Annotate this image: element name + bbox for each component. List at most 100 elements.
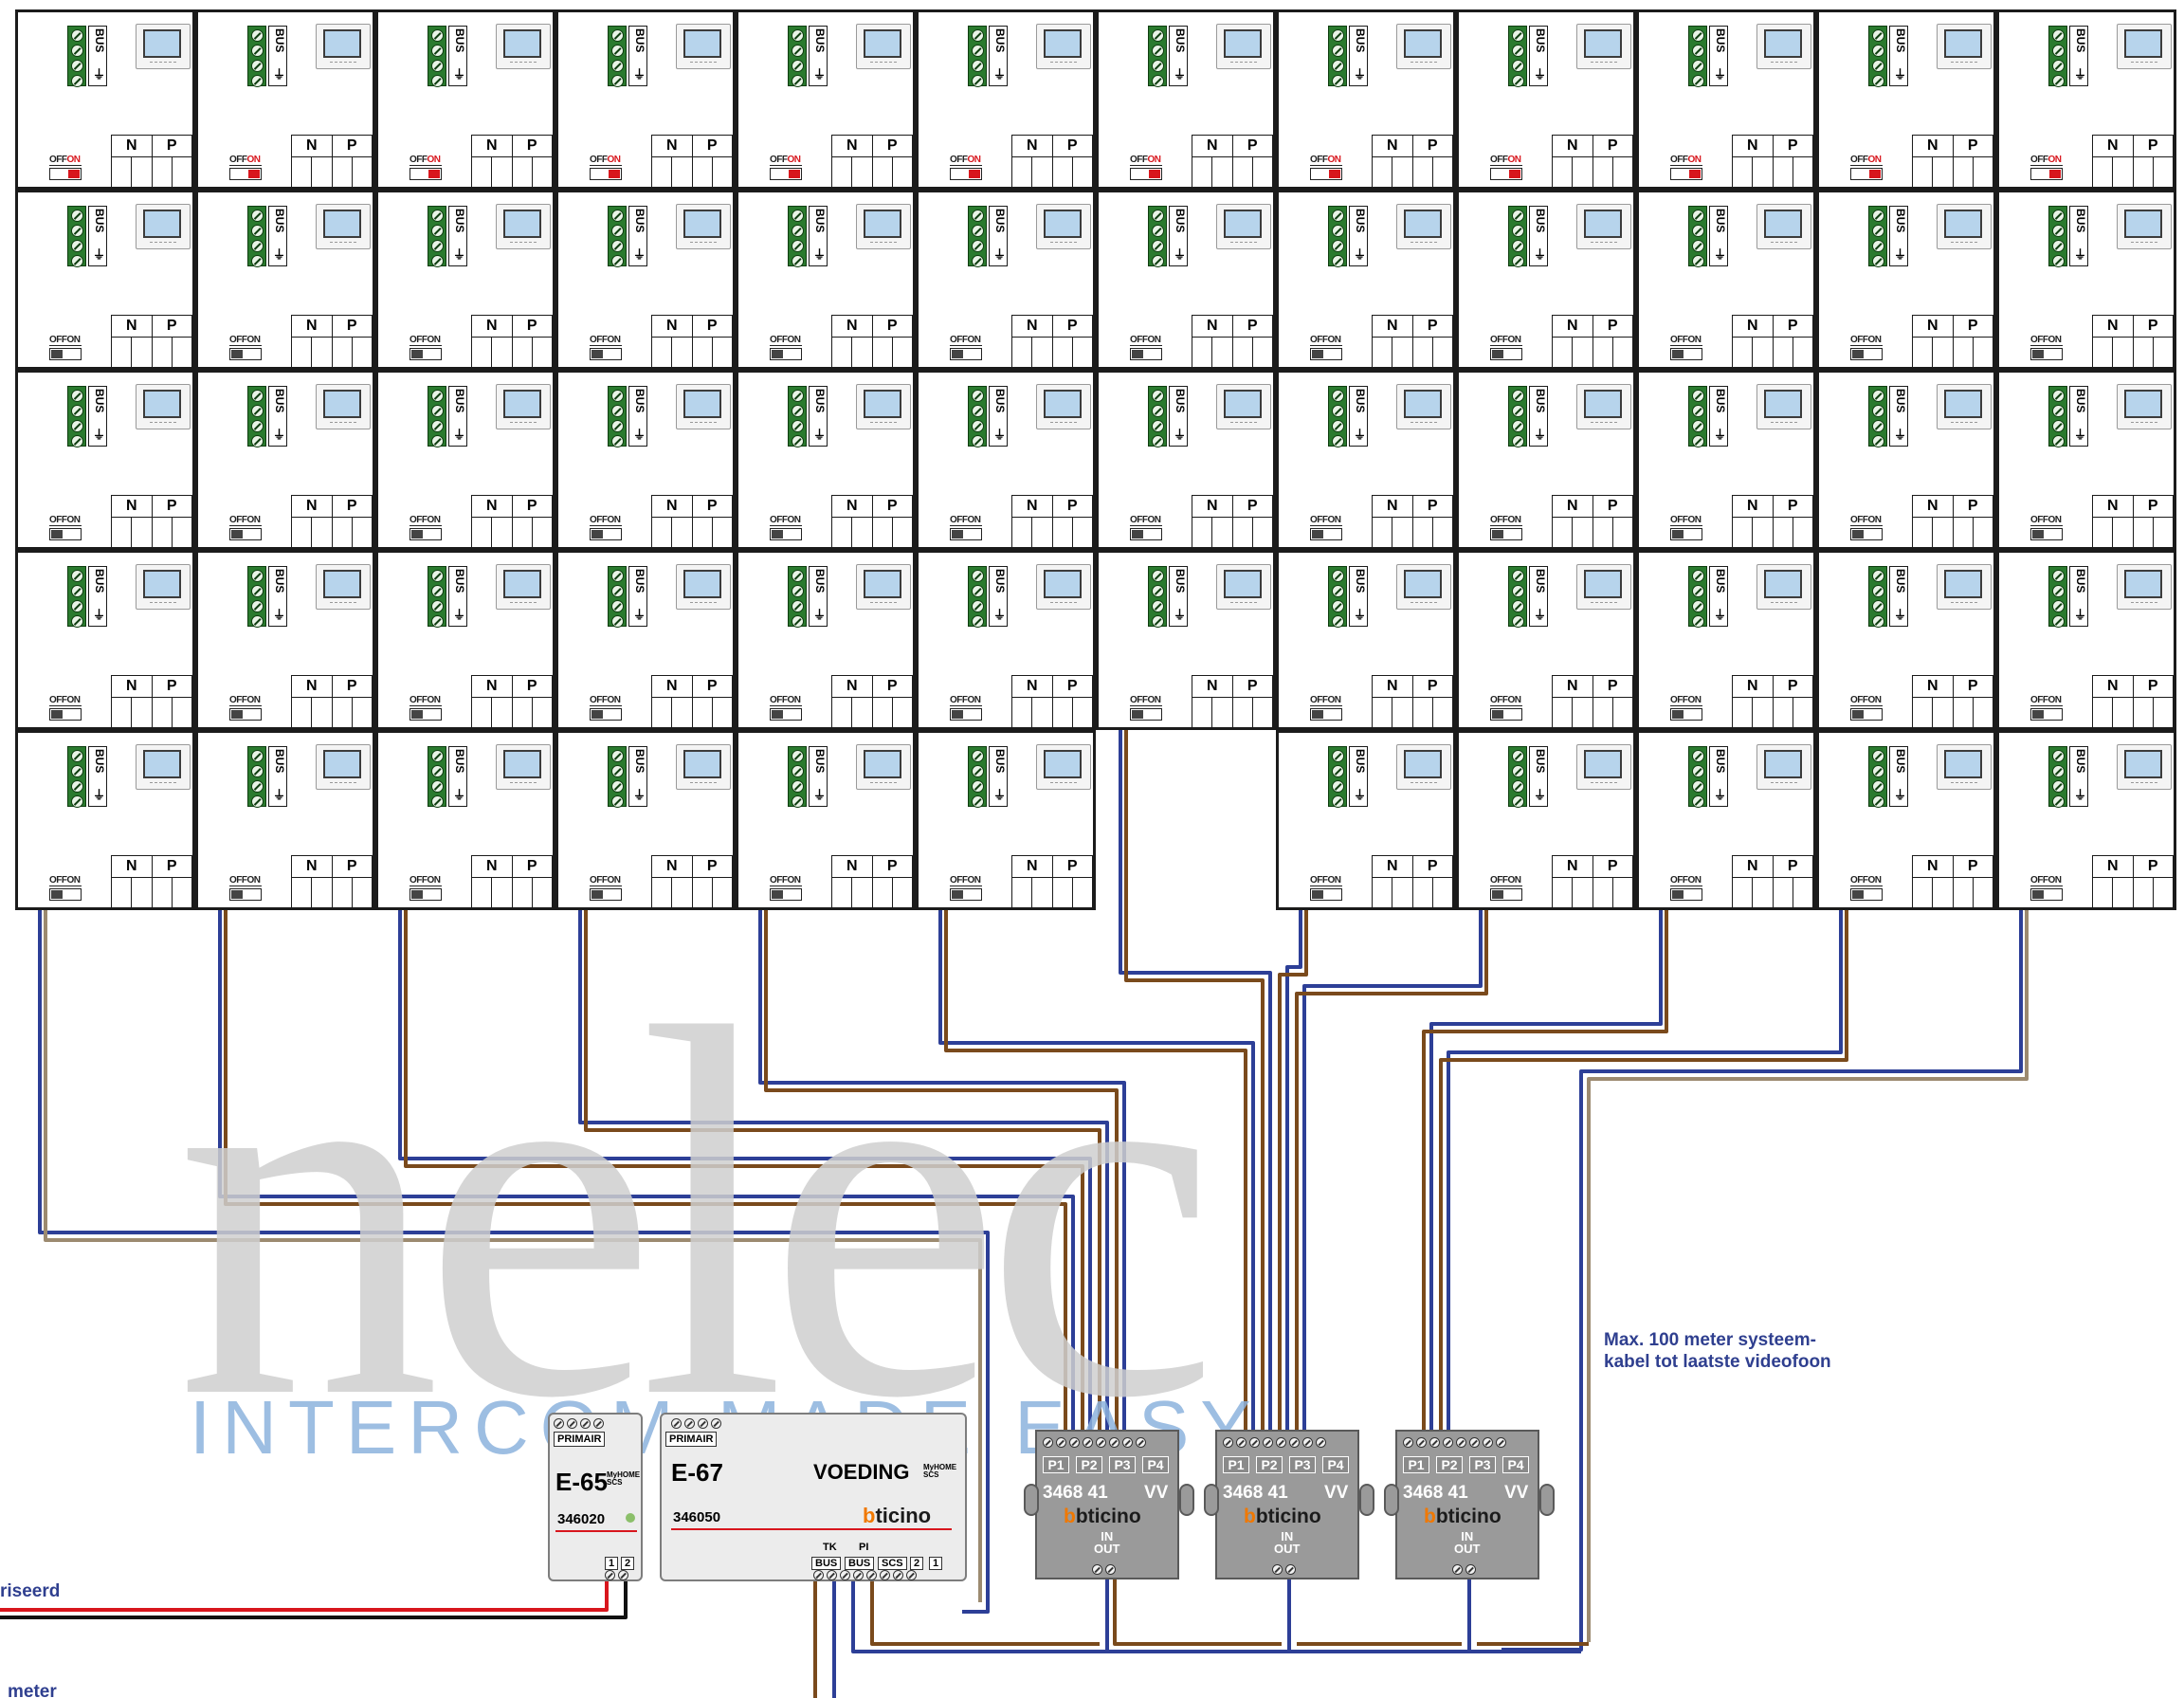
p-label: P: [346, 498, 357, 514]
np-col: [873, 698, 893, 729]
screw-icon: [430, 405, 444, 417]
screw-icon: [70, 255, 83, 267]
switch-underline: [1130, 525, 1162, 526]
videophone-screen: [1584, 390, 1622, 418]
np-columns: [652, 337, 732, 369]
terminal-block-icon: [1328, 566, 1347, 628]
np-col: [873, 518, 893, 549]
bus-label: BUS: [273, 28, 286, 53]
videophone-screen: [503, 390, 541, 418]
np-col: [713, 338, 732, 369]
terminal-label: BUS⏚: [1889, 26, 1908, 86]
np-columns: [652, 697, 732, 729]
off-label: OFF: [2030, 875, 2048, 886]
in-label: IN: [1461, 1529, 1474, 1543]
n-label: N: [1733, 856, 1774, 877]
videophone-keys: [330, 422, 356, 425]
screw-icon: [70, 75, 83, 87]
np-col: [1012, 878, 1033, 909]
np-col: [1733, 698, 1754, 729]
switch-icon: [590, 888, 622, 901]
termination-labels: OFFON: [950, 875, 981, 886]
np-columns: [1373, 337, 1452, 369]
videophone-keys: [1951, 422, 1977, 425]
in-label: IN: [1281, 1529, 1294, 1543]
termination-labels: OFFON: [1130, 515, 1161, 525]
videophone-keys: [1050, 602, 1077, 605]
output-label: P2: [1076, 1456, 1102, 1473]
switch-knob: [1132, 350, 1143, 358]
screw-icon: [250, 615, 264, 628]
screw-icon: [1331, 780, 1344, 793]
np-col: [1053, 157, 1073, 189]
videophone-screen: [1404, 390, 1442, 418]
bus-label: BUS: [273, 569, 286, 593]
videophone-screen: [1764, 390, 1802, 418]
mount-ear-left: [1024, 1484, 1039, 1516]
screw-icon: [430, 615, 444, 628]
np-col: [1793, 338, 1812, 369]
screw-icon: [698, 1418, 708, 1429]
screw-icon: [618, 1570, 628, 1580]
np-col: [1053, 698, 1073, 729]
switch-knob: [1149, 170, 1160, 178]
videophone-keys: [1591, 242, 1617, 245]
screw-icon: [610, 225, 624, 237]
p-label: P: [1787, 498, 1798, 514]
np-col: [1774, 878, 1793, 909]
videophone-keys: [2131, 242, 2157, 245]
np-col: [1974, 518, 1993, 549]
p-label: P: [1247, 498, 1258, 514]
screw-icon: [430, 795, 444, 808]
np-col: [312, 698, 333, 729]
off-label: OFF: [49, 695, 67, 705]
videophone-screen: [864, 29, 901, 58]
switch-icon: [1670, 708, 1702, 721]
screw-icon: [70, 795, 83, 808]
n-label: N: [1553, 136, 1593, 156]
on-label: ON: [246, 155, 262, 165]
on-label: ON: [787, 695, 802, 705]
p-label: P: [2147, 318, 2158, 334]
terminal-label: BUS⏚: [809, 566, 828, 627]
n-label: N: [1373, 316, 1413, 337]
screw-icon: [1691, 750, 1704, 762]
screw-icon: [971, 405, 984, 417]
np-col: [1233, 157, 1253, 189]
brand-text: bticino: [1435, 1506, 1502, 1527]
switch-icon: [410, 348, 442, 360]
np-col: [1954, 338, 1974, 369]
videophone-icon: [1937, 384, 1992, 429]
switch-knob: [1689, 170, 1701, 178]
np-col: [1433, 157, 1452, 189]
np-col: [1774, 698, 1793, 729]
videophone-keys: [1951, 602, 1977, 605]
screw-icon: [1236, 1437, 1247, 1448]
bus-label: BUS: [273, 209, 286, 233]
switch-knob: [1492, 350, 1503, 358]
screw-icon: [1871, 435, 1884, 447]
off-label: OFF: [2030, 695, 2048, 705]
off-label: OFF: [950, 155, 968, 165]
terminal-label: BUS⏚: [2069, 386, 2088, 447]
switch-underline: [770, 525, 802, 526]
videophone-keys: [870, 782, 897, 785]
termination-labels: OFFON: [229, 875, 261, 886]
np-columns: [292, 337, 372, 369]
np-columns: [2093, 877, 2173, 909]
switch-underline: [410, 165, 442, 166]
termination-labels: OFFON: [590, 155, 621, 165]
screw-icon: [1871, 405, 1884, 417]
screw-icon: [1109, 1437, 1119, 1448]
screw-icon: [1403, 1437, 1413, 1448]
screw-icon: [1151, 240, 1164, 252]
